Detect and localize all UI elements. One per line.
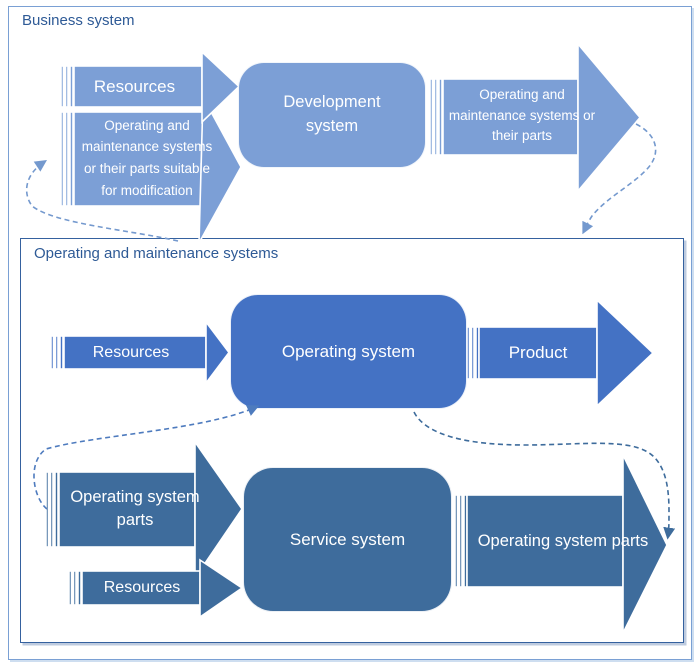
business-system-frame [8,6,692,660]
connector-parts-tail-to-operating-box [33,404,260,510]
parts-input-arrow-shape [45,439,243,581]
development-output-arrow-shape [429,41,642,194]
bottom-resources-arrow-shape [68,558,244,619]
development-system-box [238,62,426,168]
operating-maintenance-systems-frame [20,238,684,643]
service-system-box [243,467,452,612]
parts-output-arrow-shape [454,454,668,634]
top-resources-arrow-shape [60,50,241,124]
middle-resources-arrow-shape [50,319,231,386]
modification-input-arrow-shape [60,94,242,244]
operating-system-box [230,294,467,409]
connector-operating-box-to-parts-output-tip [413,411,676,540]
connector-om-box-to-modification-tail [25,160,179,242]
connector-output-to-om-box [582,123,657,235]
product-arrow-shape [466,298,655,408]
